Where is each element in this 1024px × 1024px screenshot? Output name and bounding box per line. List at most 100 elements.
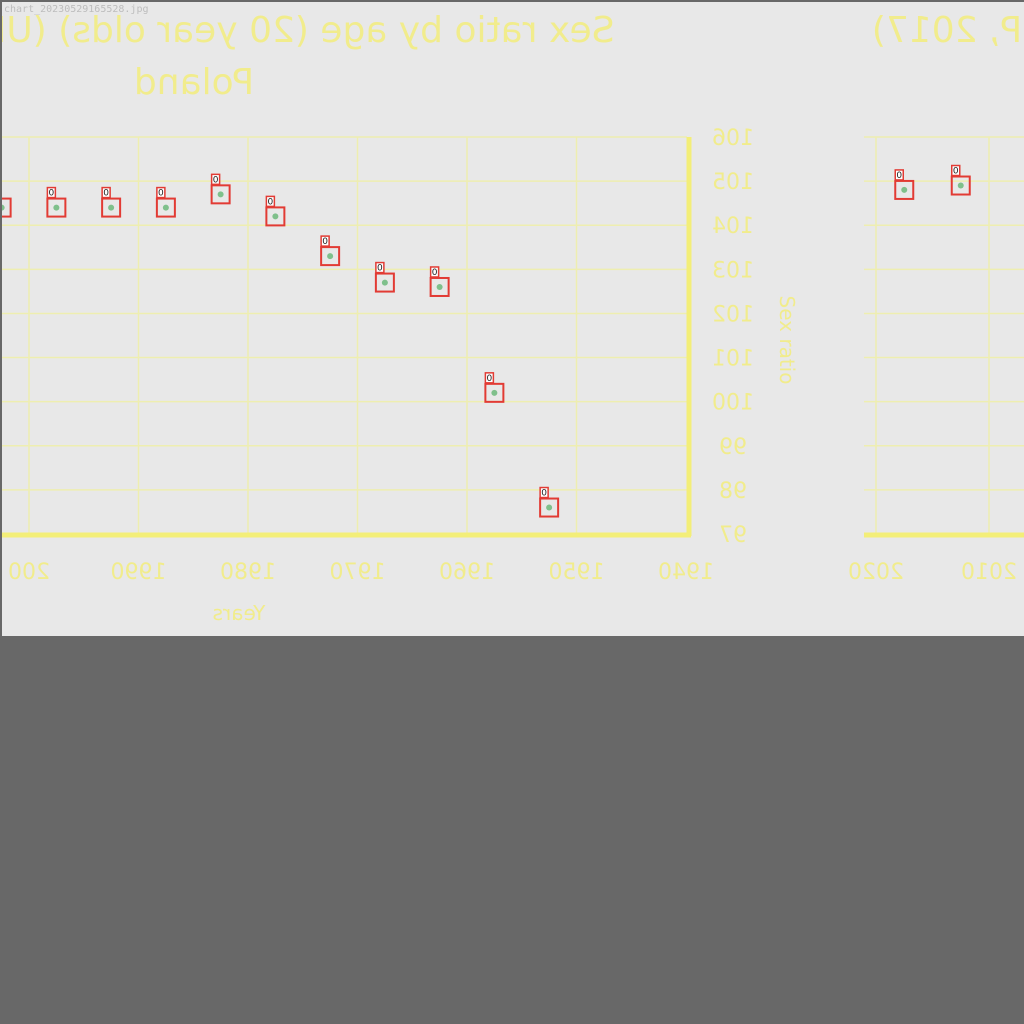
y-tick-label: 97 [719, 523, 747, 548]
point-box [539, 497, 560, 518]
x-tick-label: 2020 [848, 560, 904, 585]
data-point: 0 [484, 372, 505, 403]
chart-title-right: P, 2017) [872, 10, 1022, 51]
point-label: 0 [377, 264, 383, 274]
data-point: 0 [374, 261, 395, 293]
point-label-box [101, 186, 111, 199]
y-axis-label: Sex ratio [775, 296, 799, 385]
point-label: 0 [541, 489, 547, 499]
x-axis-label: Years [213, 601, 267, 625]
point-label-box [429, 266, 440, 278]
point-box [320, 246, 341, 267]
data-point: 0 [950, 164, 971, 196]
point-label-box [375, 261, 385, 274]
point-box [894, 179, 915, 200]
point-label-box [46, 186, 57, 199]
grid-right [864, 136, 1024, 535]
point-box [429, 276, 450, 297]
x-tick-label: 2010 [961, 560, 1017, 585]
data-point: 0 [2, 197, 12, 218]
point-marker [108, 204, 115, 211]
x-tick-label: 1980 [220, 560, 276, 585]
point-label: 0 [49, 189, 55, 199]
y-tick-label: 104 [712, 214, 754, 239]
point-marker [2, 204, 5, 211]
point-label: 0 [268, 197, 274, 207]
data-point: 0 [210, 173, 231, 205]
y-tick-label: 98 [719, 479, 747, 504]
point-box [265, 206, 286, 227]
point-box [155, 197, 176, 218]
point-label-box [894, 169, 904, 181]
data-point: 0 [894, 169, 915, 200]
point-label: 0 [158, 189, 164, 199]
y-tick-labels: 97 98 99 100 101 102 103 104 105 106 [712, 126, 754, 548]
point-box [374, 272, 395, 293]
point-label: 0 [487, 374, 493, 384]
point-label: 0 [896, 171, 902, 181]
point-label: 0 [322, 237, 328, 247]
data-point: 0 [539, 486, 560, 518]
point-box [484, 382, 505, 403]
point-label-box [320, 235, 330, 247]
gray-band [0, 636, 1024, 1024]
x-tick-label: 1960 [439, 560, 495, 585]
y-tick-label: 106 [712, 126, 754, 151]
point-label: 0 [953, 167, 959, 177]
x-tick-label: 200 [8, 560, 50, 585]
point-marker [272, 213, 279, 220]
point-box [2, 197, 12, 218]
point-label: 0 [103, 189, 109, 199]
data-point: 0 [320, 235, 341, 267]
data-points-left: 0 0 0 0 0 0 0 0 0 0 0 [2, 173, 560, 518]
point-marker [957, 182, 964, 189]
point-label: 0 [432, 268, 438, 278]
data-point: 0 [155, 186, 176, 218]
y-tick-label: 101 [712, 347, 754, 372]
data-point: 0 [101, 186, 122, 218]
point-marker [162, 204, 169, 211]
y-tick-label: 99 [719, 435, 747, 460]
point-marker [436, 283, 443, 290]
chart-title: Sex ratio by age (20 year olds) (UN [2, 10, 615, 51]
x-tick-labels-right: 2020 2010 [848, 560, 1017, 585]
point-label: 0 [213, 175, 219, 185]
y-tick-label: 105 [712, 170, 754, 195]
chart-subtitle: Poland [134, 62, 254, 103]
y-tick-label: 102 [712, 302, 754, 327]
point-label-box [156, 186, 166, 199]
point-marker [327, 253, 334, 260]
point-label-box [951, 164, 961, 177]
point-marker [546, 504, 553, 511]
data-point: 0 [265, 195, 286, 227]
point-label-box [265, 195, 276, 208]
x-tick-label: 1970 [330, 560, 386, 585]
point-box [101, 197, 122, 218]
point-box [950, 175, 971, 196]
point-marker [901, 186, 908, 193]
point-marker [217, 191, 224, 198]
data-point: 0 [429, 266, 450, 297]
point-marker [491, 389, 498, 396]
file-name-label: chart_20230529165528.jpg [4, 4, 149, 15]
y-tick-label: 100 [712, 391, 754, 416]
x-tick-label: 1950 [549, 560, 605, 585]
point-marker [53, 204, 60, 211]
y-tick-label: 103 [712, 258, 754, 283]
point-label-box [539, 486, 549, 499]
x-tick-label: 1940 [658, 560, 714, 585]
point-box [210, 184, 231, 205]
point-box [46, 197, 67, 218]
point-label-box [210, 173, 221, 186]
point-label-box [484, 372, 495, 384]
grid-left [2, 136, 687, 535]
point-marker [381, 279, 388, 286]
data-point: 0 [46, 186, 67, 218]
